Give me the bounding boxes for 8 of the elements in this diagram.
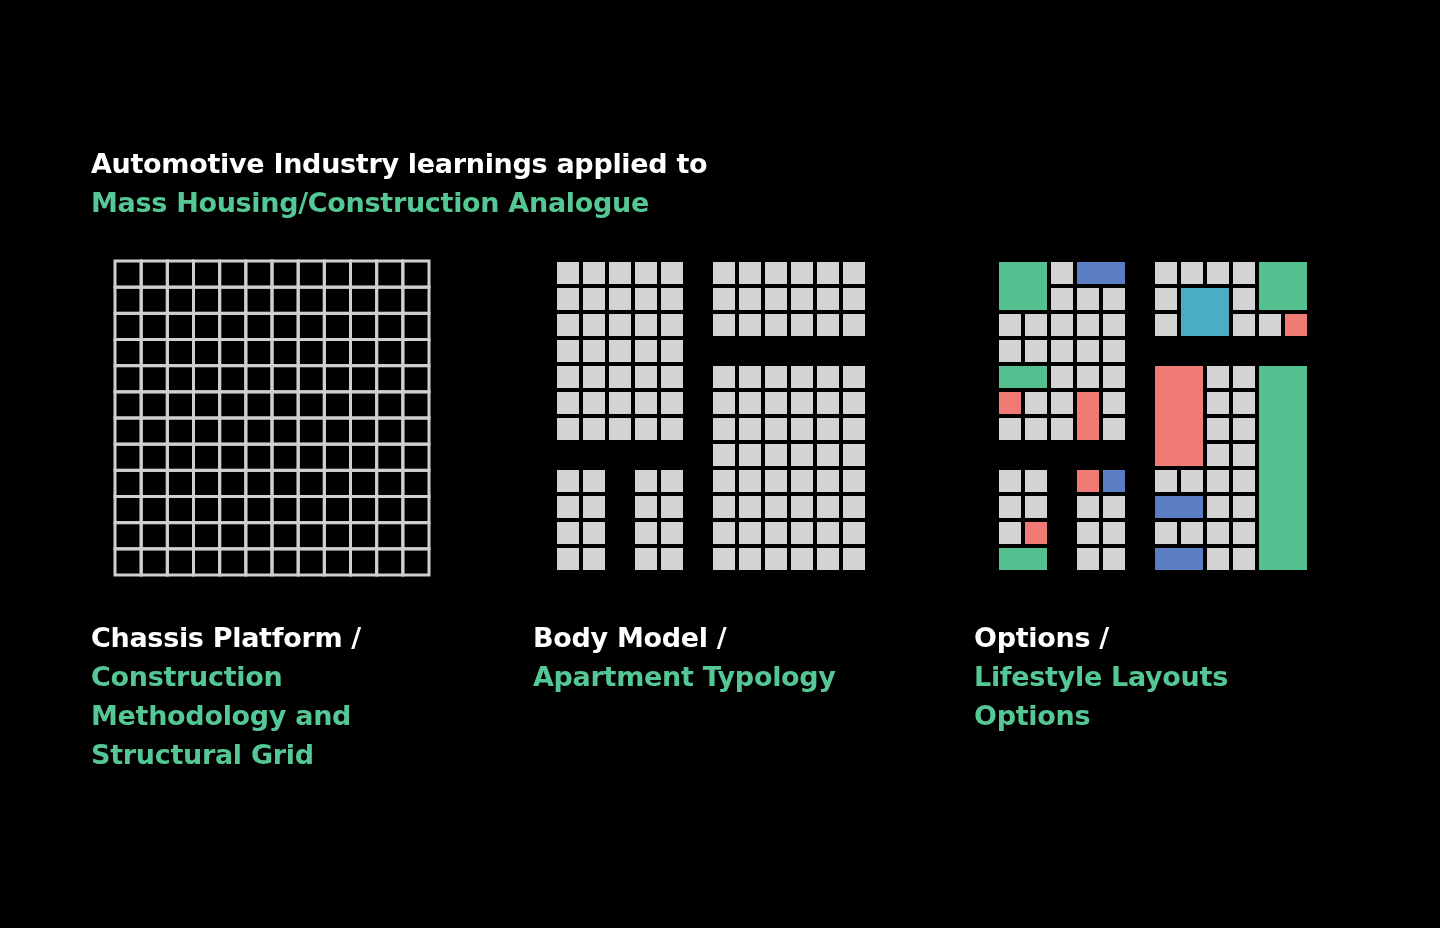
caption-heading: Chassis Platform / [91, 621, 362, 655]
caption-heading: Body Model / [533, 621, 728, 655]
caption-text: Apartment Typology [533, 660, 837, 694]
title: Automotive Industry learnings applied to [91, 147, 708, 181]
caption-heading: Options / [974, 621, 1110, 655]
caption-text: Construction Methodology and Structural Grid [91, 660, 353, 772]
caption-text: Lifestyle Layouts Options [974, 660, 1229, 733]
subtitle: Mass Housing/Construction Analogue [91, 186, 649, 220]
